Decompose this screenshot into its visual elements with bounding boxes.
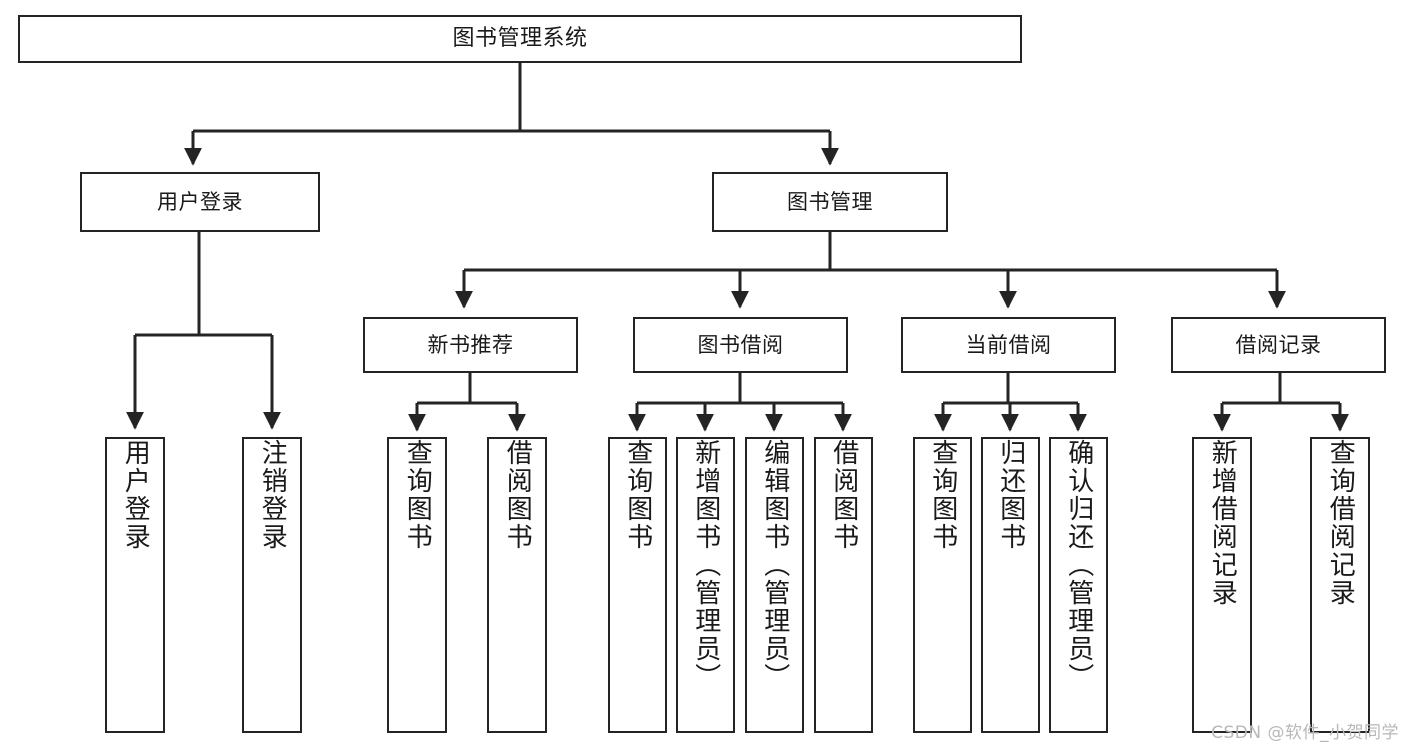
node-label: 图书管理系统	[452, 26, 588, 52]
node-label: 用户登录	[120, 439, 151, 551]
node-book-management[interactable]: 图书管理	[712, 172, 948, 232]
node-label: 借阅图书	[502, 439, 533, 551]
node-leaf-query-record[interactable]: 查询借阅记录	[1310, 437, 1370, 733]
node-new-book-recommend[interactable]: 新书推荐	[363, 317, 578, 373]
node-label: 新书推荐	[427, 332, 514, 357]
node-leaf-query-book-3[interactable]: 查询图书	[913, 437, 972, 733]
csdn-watermark: CSDN @软件_小贺同学	[1211, 723, 1399, 743]
node-label: 查询图书	[622, 439, 653, 551]
node-label: 归还图书	[995, 439, 1026, 551]
node-leaf-query-book-2[interactable]: 查询图书	[608, 437, 667, 733]
node-label: 查询图书	[927, 439, 958, 551]
node-root-book-management-system[interactable]: 图书管理系统	[18, 15, 1022, 63]
node-leaf-edit-book[interactable]: 编辑图书（管理员）	[745, 437, 804, 733]
node-leaf-confirm-return[interactable]: 确认归还（管理员）	[1049, 437, 1108, 733]
node-label: 图书管理	[787, 189, 873, 214]
node-label: 当前借阅	[965, 332, 1052, 357]
node-current-borrow[interactable]: 当前借阅	[901, 317, 1116, 373]
node-leaf-borrow-book-1[interactable]: 借阅图书	[487, 437, 547, 733]
node-label: 编辑图书（管理员）	[759, 439, 790, 691]
node-leaf-user-login[interactable]: 用户登录	[105, 437, 165, 733]
node-leaf-query-book-1[interactable]: 查询图书	[387, 437, 447, 733]
node-leaf-return-book[interactable]: 归还图书	[981, 437, 1040, 733]
node-leaf-borrow-book-2[interactable]: 借阅图书	[814, 437, 873, 733]
node-label: 借阅图书	[828, 439, 859, 551]
node-leaf-logout-login[interactable]: 注销登录	[242, 437, 302, 733]
node-label: 注销登录	[257, 439, 288, 551]
node-label: 用户登录	[157, 189, 243, 214]
node-label: 查询借阅记录	[1325, 439, 1356, 607]
node-label: 查询图书	[402, 439, 433, 551]
node-label: 新增图书（管理员）	[690, 439, 721, 691]
node-leaf-add-record[interactable]: 新增借阅记录	[1192, 437, 1252, 733]
node-borrow-record[interactable]: 借阅记录	[1171, 317, 1386, 373]
node-label: 确认归还（管理员）	[1063, 439, 1094, 691]
node-book-borrow[interactable]: 图书借阅	[633, 317, 848, 373]
node-label: 图书借阅	[697, 332, 784, 357]
node-user-login[interactable]: 用户登录	[80, 172, 320, 232]
node-label: 新增借阅记录	[1207, 439, 1238, 607]
node-label: 借阅记录	[1235, 332, 1322, 357]
node-leaf-add-book[interactable]: 新增图书（管理员）	[676, 437, 735, 733]
